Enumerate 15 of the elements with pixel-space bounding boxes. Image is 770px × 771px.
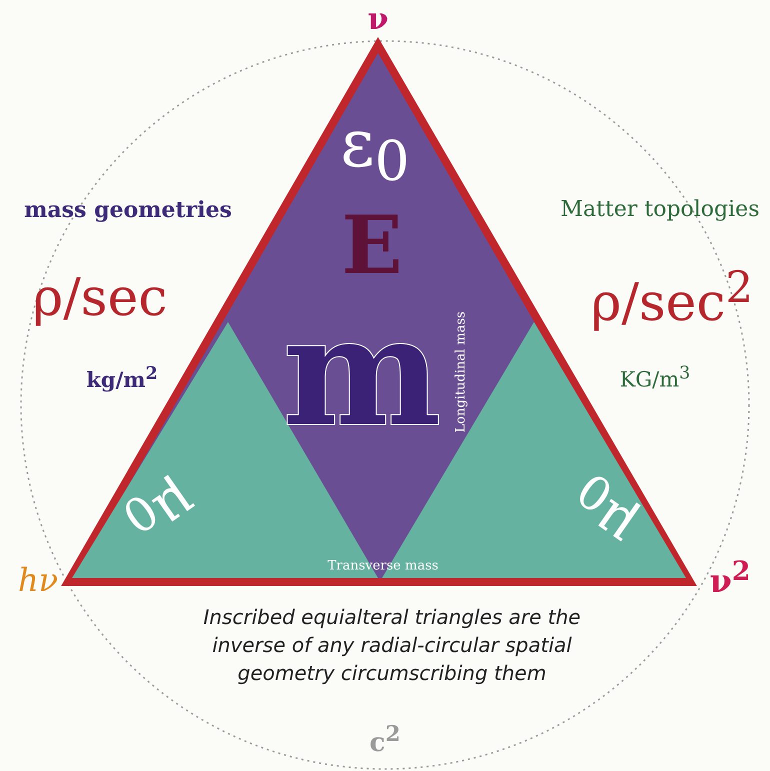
- letter-glyph: E: [342, 205, 402, 285]
- vertex-label: ν$^{2}$: [710, 559, 750, 597]
- heading: Matter topologies: [560, 199, 760, 221]
- symbol-label: ε$_{0}$: [340, 110, 410, 190]
- rotated-label: Longitudinal mass: [454, 311, 468, 433]
- vertex-label: c$^{2}$: [370, 724, 400, 756]
- letter-glyph: m: [282, 297, 442, 447]
- heading: mass geometries: [24, 199, 232, 221]
- unit-label: KG/m$^{3}$: [620, 366, 690, 390]
- formula: ρ/sec: [32, 272, 168, 324]
- caption-text: Inscribed equialteral triangles are the inverse of any radial-circular spatial geometry circumscribing them: [202, 604, 582, 687]
- unit-label: kg/m$^{2}$: [86, 366, 158, 390]
- formula: ρ/sec$^{2}$: [590, 266, 754, 330]
- vertex-label: ν: [368, 5, 388, 35]
- vertex-label: hν: [18, 564, 58, 596]
